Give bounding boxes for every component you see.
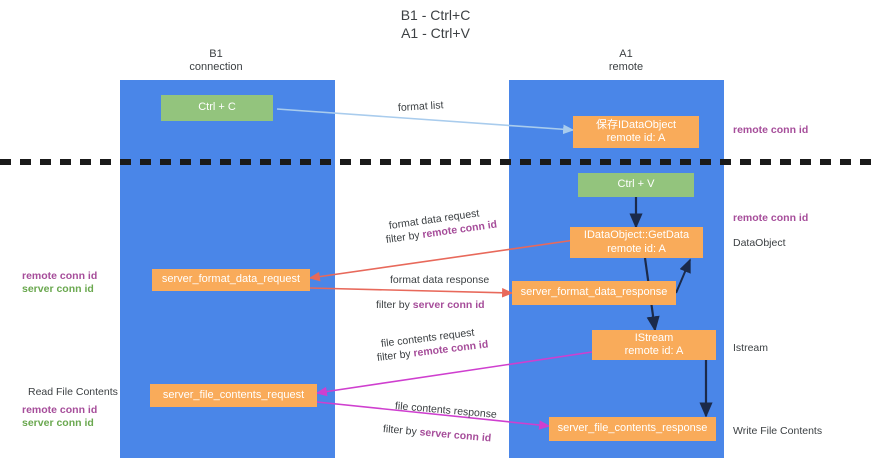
- annotation-right-remote-conn-id-top: remote conn id: [733, 124, 809, 136]
- edge-label-file-contents-response-filter: filter by server conn id: [382, 422, 491, 445]
- annotation-right-remote-conn-id-mid: remote conn id: [733, 212, 809, 224]
- annotation-right-dataobject: DataObject: [733, 237, 786, 249]
- annotation-right-write-file-contents: Write File Contents: [733, 425, 823, 437]
- annotation-left-remote-conn-id: remote conn id: [22, 270, 98, 282]
- edge-label-format-data-response-filter: filter by server conn id: [376, 298, 485, 312]
- annotation-left-remote-conn-id-2: remote conn id: [22, 404, 98, 416]
- node-ctrl-c[interactable]: Ctrl + C: [161, 95, 273, 121]
- node-server-file-contents-request[interactable]: server_file_contents_request: [150, 384, 317, 407]
- annotation-left-read-file-contents: Read File Contents: [28, 386, 118, 398]
- filter-prefix: filter by: [382, 423, 421, 439]
- node-server-format-data-request[interactable]: server_format_data_request: [152, 269, 310, 291]
- annotation-left-server-conn-id-2: server conn id: [22, 417, 94, 429]
- node-ctrl-v[interactable]: Ctrl + V: [578, 173, 694, 197]
- page-title: B1 - Ctrl+C A1 - Ctrl+V: [400, 7, 471, 41]
- node-server-format-data-response[interactable]: server_format_data_response: [512, 281, 676, 305]
- filter-prefix: filter by: [376, 347, 415, 364]
- node-save-idataobject[interactable]: 保存IDataObject remote id: A: [573, 116, 699, 148]
- column-header-b1: B1 connection: [189, 48, 243, 73]
- annotation-left-server-conn-id: server conn id: [22, 283, 94, 295]
- edge-label-format-data-response: format data response: [390, 274, 490, 286]
- node-istream[interactable]: IStream remote id: A: [592, 330, 716, 360]
- column-header-a1: A1 remote: [608, 48, 644, 73]
- edge-label-file-contents-response: file contents response: [394, 400, 498, 421]
- node-idataobject-getdata[interactable]: IDataObject::GetData remote id: A: [570, 227, 703, 258]
- annotation-right-istream: Istream: [733, 342, 769, 354]
- node-server-file-contents-response[interactable]: server_file_contents_response: [549, 417, 716, 441]
- filter-key-server-conn-id: server conn id: [412, 299, 485, 311]
- filter-key-server-conn-id: server conn id: [419, 426, 492, 445]
- edge-label-format-list: format list: [397, 99, 444, 114]
- filter-prefix: filter by: [385, 228, 424, 246]
- filter-prefix: filter by: [376, 299, 413, 311]
